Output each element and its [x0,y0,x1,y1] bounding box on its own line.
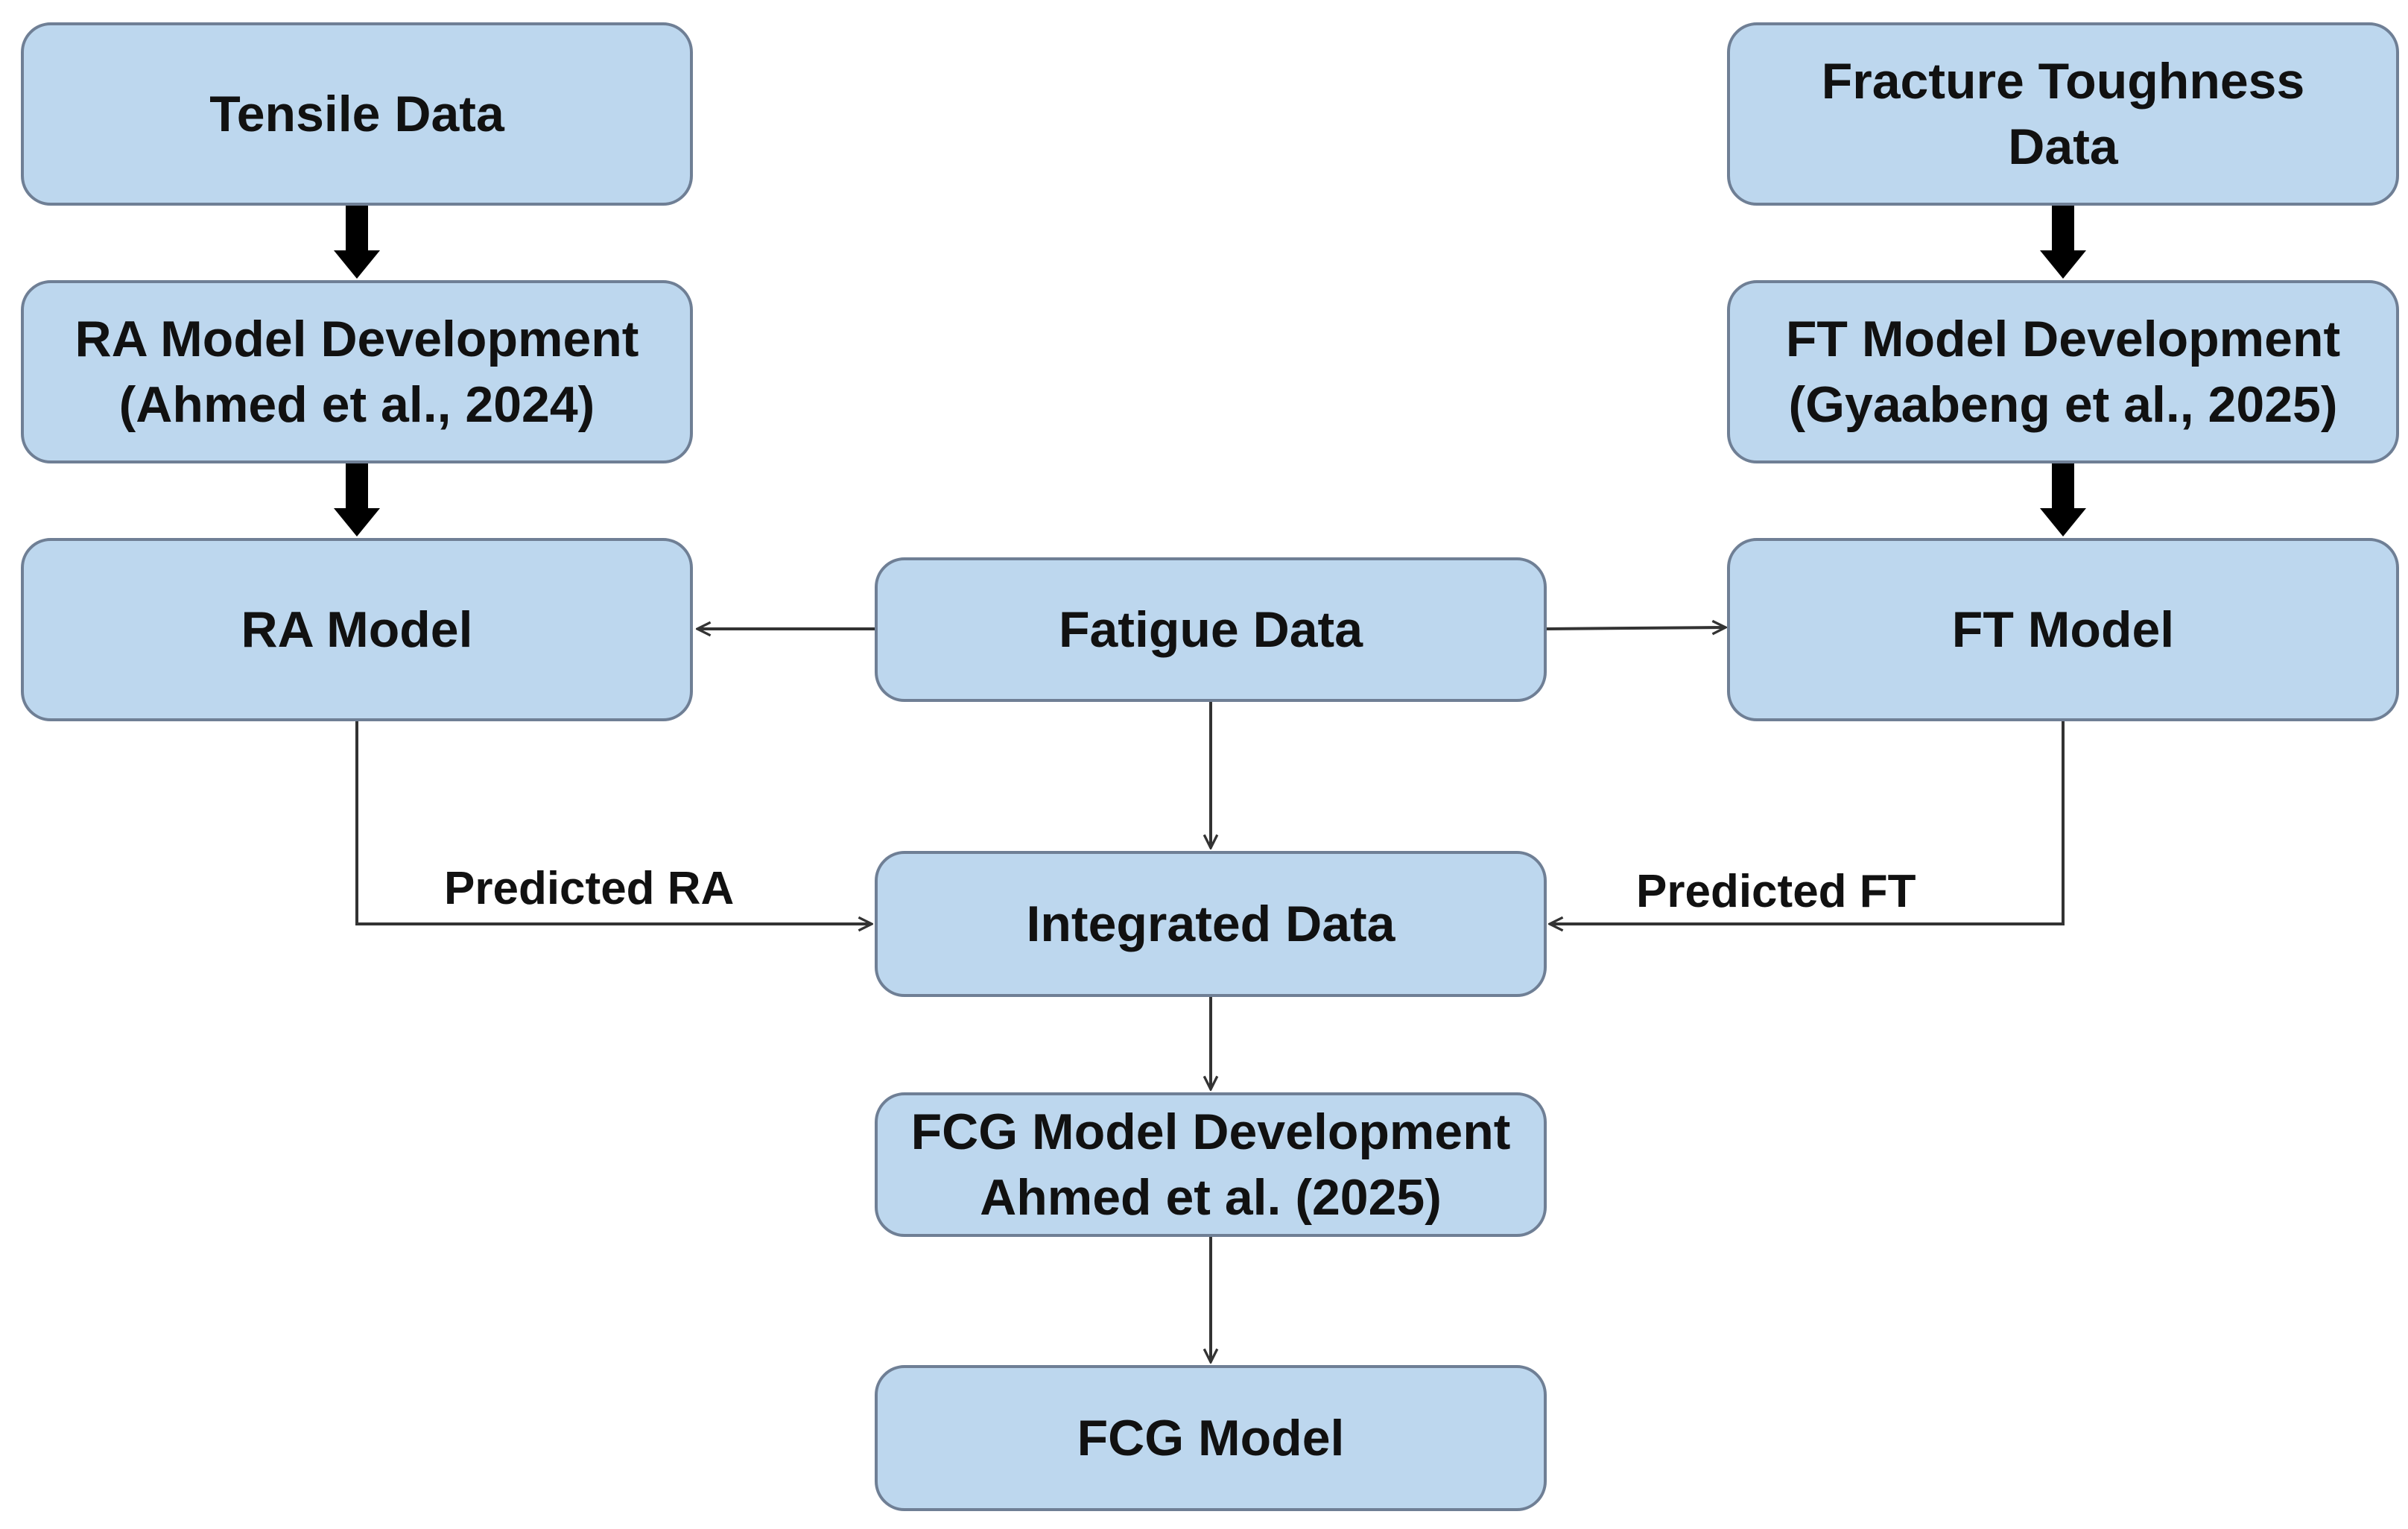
arrow-fatigue-to-ft-model [1546,627,1726,629]
label-predicted-ra: Predicted RA [444,863,735,914]
node-fcg-model: FCG Model [875,1365,1547,1511]
node-fcg-model-development: FCG Model Development Ahmed et al. (2025… [875,1092,1547,1237]
arrow-ft-development-to-ft-model [2040,463,2086,536]
arrow-ft-model-to-integrated [1550,720,2065,924]
arrow-ra-development-to-ra-model [334,463,380,536]
node-ft-model: FT Model [1727,538,2399,721]
arrow-fracture-toughness-to-ft-development [2040,206,2086,279]
node-ra-model: RA Model [21,538,693,721]
arrow-ra-model-to-integrated [355,720,872,924]
node-integrated-data: Integrated Data [875,851,1547,997]
node-ra-model-development: RA Model Development (Ahmed et al., 2024… [21,280,693,463]
node-fracture-toughness-data: Fracture Toughness Data [1727,22,2399,206]
node-fatigue-data: Fatigue Data [875,557,1547,702]
arrow-tensile-to-ra-development [334,206,380,279]
node-tensile-data: Tensile Data [21,22,693,206]
node-ft-model-development: FT Model Development (Gyaabeng et al., 2… [1727,280,2399,463]
label-predicted-ft: Predicted FT [1636,866,1916,917]
